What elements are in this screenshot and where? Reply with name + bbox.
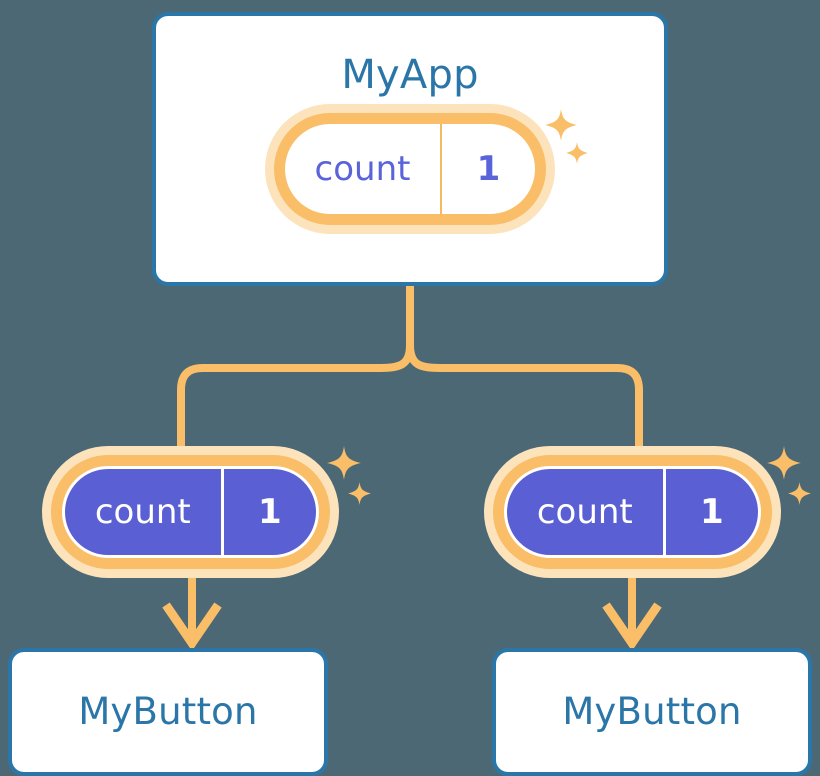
state-key-label: count [314, 149, 411, 189]
connector-trunk-split [177, 286, 643, 462]
state-value-label: 1 [220, 469, 316, 555]
sparkle-small-icon [788, 482, 811, 505]
mybutton-card-right[interactable]: MyButton [492, 648, 812, 776]
page-title: MyApp [341, 52, 479, 98]
state-pill-myapp[interactable]: count 1 [265, 104, 555, 234]
arrow-down-left-icon [162, 602, 222, 651]
state-pill-left[interactable]: count 1 [42, 446, 339, 578]
mybutton-card-left[interactable]: MyButton [8, 648, 328, 776]
state-value-label: 1 [440, 124, 535, 214]
mybutton-label: MyButton [562, 690, 742, 733]
state-key-label: count [536, 492, 633, 532]
state-pill-right[interactable]: count 1 [484, 446, 781, 578]
arrow-down-right-icon [602, 602, 662, 651]
mybutton-label: MyButton [78, 690, 258, 733]
state-value-label: 1 [662, 469, 758, 555]
pill-body: count 1 [504, 466, 761, 558]
pill-body: count 1 [285, 124, 535, 214]
state-key-label: count [94, 492, 191, 532]
pill-body: count 1 [62, 466, 319, 558]
sparkle-small-icon [348, 482, 371, 505]
